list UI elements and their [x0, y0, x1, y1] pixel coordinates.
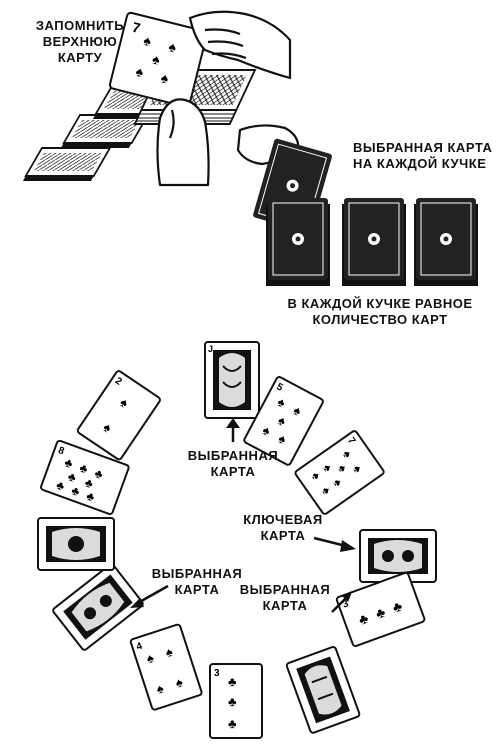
- svg-text:♠: ♠: [151, 51, 163, 68]
- arrow-to-top-card: [226, 418, 240, 442]
- label-chosen-on-each-pile: ВЫБРАННАЯ КАРТА НА КАЖДОЙ КУЧКЕ: [353, 140, 493, 171]
- svg-text:♠: ♠: [144, 650, 155, 666]
- svg-text:♠: ♠: [142, 32, 154, 49]
- dealt-pile-2: [60, 114, 150, 148]
- label-key-card: КЛЮЧЕВАЯ КАРТА: [243, 512, 323, 543]
- jack-card: J: [204, 341, 260, 419]
- svg-text:7: 7: [131, 19, 143, 36]
- hand-top-right: [188, 10, 292, 80]
- jack-card-left: [37, 517, 115, 571]
- label-chosen-top: ВЫБРАННАЯ КАРТА: [187, 448, 279, 479]
- dealt-pile-1: [22, 147, 112, 181]
- svg-text:3: 3: [214, 668, 220, 679]
- pile-right: [414, 197, 478, 286]
- svg-text:♠: ♠: [134, 63, 146, 80]
- svg-text:7: 7: [345, 436, 357, 447]
- four-of-spades-card: 4 ♠ ♠ ♠ ♠: [129, 623, 203, 711]
- eight-of-clubs-card: 8 ♣♣♣ ♣♣ ♣♣♣: [40, 439, 130, 516]
- svg-text:♠: ♠: [167, 38, 179, 55]
- svg-text:♠: ♠: [159, 69, 171, 86]
- svg-text:4: 4: [135, 641, 144, 653]
- arrow-to-left-queen: [130, 584, 169, 608]
- pile-middle: [342, 197, 406, 286]
- svg-text:♠: ♠: [154, 680, 165, 696]
- seven-of-spades-card: 7 ♠♠ ♠ ♠♠ ♠♠: [294, 430, 385, 515]
- svg-text:8: 8: [57, 445, 66, 457]
- three-of-clubs-card: 3 ♣ ♣ ♣: [335, 571, 426, 648]
- svg-text:5: 5: [274, 381, 284, 394]
- two-of-spades-card: 2 ♠ ♠: [76, 370, 161, 461]
- svg-text:♣: ♣: [228, 694, 237, 709]
- svg-text:♣: ♣: [228, 716, 237, 731]
- five-of-spades-card: 5 ♠♠ ♠ ♠♠: [243, 376, 324, 466]
- svg-text:♣: ♣: [228, 674, 237, 689]
- hand-bottom: [156, 98, 210, 187]
- label-chosen-left: ВЫБРАННАЯ КАРТА: [151, 566, 243, 597]
- label-remember-top: ЗАПОМНИТЬ ВЕРХНЮЮ КАРТУ: [35, 18, 125, 65]
- pile-left: [266, 197, 330, 286]
- svg-text:2: 2: [113, 376, 124, 388]
- svg-text:♠: ♠: [163, 644, 174, 660]
- svg-text:3: 3: [341, 598, 350, 610]
- arrow-to-key-card: [313, 536, 356, 552]
- three-of-clubs-bottom-card: 3 ♣ ♣ ♣: [209, 663, 263, 739]
- svg-text:J: J: [208, 344, 213, 354]
- top-card-peek: 7 ♠ ♠ ♠ ♠ ♠: [108, 11, 208, 108]
- label-equal-piles: В КАЖДОЙ КУЧКЕ РАВНОЕ КОЛИЧЕСТВО КАРТ: [287, 296, 473, 327]
- queen-card-left: [52, 563, 144, 651]
- arrow-to-right-three: [331, 592, 352, 613]
- queen-card-key: [359, 529, 437, 583]
- label-chosen-right: ВЫБРАННАЯ КАРТА: [239, 582, 331, 613]
- king-card: [285, 646, 361, 734]
- svg-text:♠: ♠: [173, 674, 184, 690]
